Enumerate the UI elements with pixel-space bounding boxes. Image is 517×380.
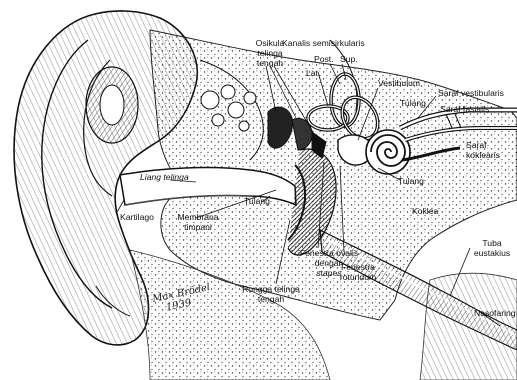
label-saraf-fasialis: Saraf fasialis bbox=[440, 104, 489, 114]
nasopharynx bbox=[420, 273, 517, 380]
label-kartilago: Kartilago bbox=[120, 212, 154, 222]
label-saraf-koklearis: Saraf koklearis bbox=[466, 140, 500, 160]
cochlea bbox=[366, 130, 410, 174]
label-koklea: Koklea bbox=[412, 206, 438, 216]
label-membrana-timpani: Membrana timpani bbox=[170, 212, 226, 232]
label-sup: Sup. bbox=[340, 54, 358, 64]
label-liang-telinga: Liang telinga bbox=[140, 172, 189, 182]
label-saraf-vestibularis: Saraf vestibularis bbox=[438, 88, 504, 98]
label-fenestra-rotundum: Fenestra rotundum bbox=[334, 262, 382, 282]
label-tuba-eustakius: Tuba eustakius bbox=[470, 238, 514, 258]
label-nasofaring: Nasofaring bbox=[474, 308, 516, 318]
label-tulang-ear: Tulang bbox=[244, 196, 270, 206]
label-tulang-cochlea: Tulang bbox=[398, 176, 424, 186]
label-kanalis-semisirkularis: Kanalis semisirkularis bbox=[282, 38, 365, 48]
label-post: Post. bbox=[314, 54, 334, 64]
label-tulang-inner: Tulang bbox=[400, 98, 426, 108]
label-lat: Lat. bbox=[306, 68, 320, 78]
label-vestibulum: Vestibulum bbox=[378, 78, 420, 88]
label-rongga-telinga-tengah: Rongga telinga tengah bbox=[236, 284, 306, 304]
